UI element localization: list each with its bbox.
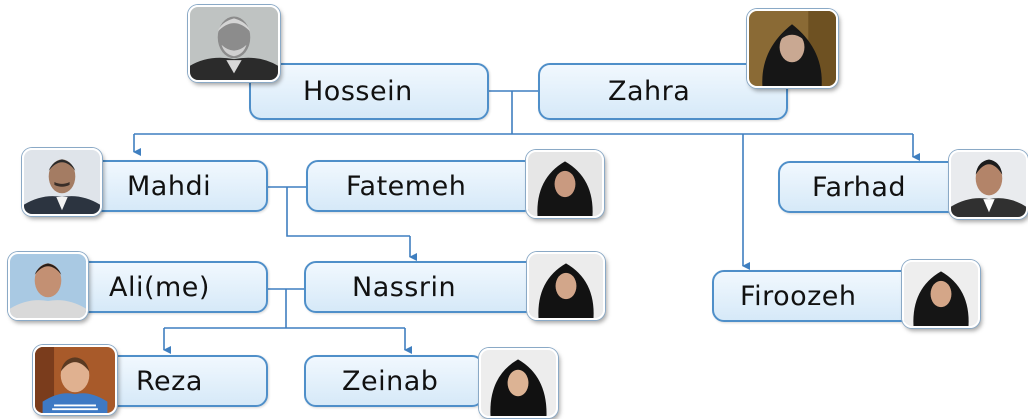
person-name-zahra: Zahra (608, 76, 691, 107)
person-node-fatemeh: Fatemeh (306, 160, 536, 212)
person-name-firoozeh: Firoozeh (740, 280, 857, 312)
woman-hijab-portrait-icon (526, 150, 604, 218)
person-node-reza: Reza (100, 355, 268, 407)
elderly-man-portrait-icon (188, 5, 280, 82)
person-node-firoozeh: Firoozeh (712, 270, 929, 322)
person-node-zeinab: Zeinab (304, 355, 484, 407)
boy-portrait-icon (33, 345, 117, 415)
person-node-ali: Ali(me) (75, 261, 268, 313)
woman-hijab-portrait-icon (902, 260, 980, 328)
man-portrait-icon (8, 252, 88, 320)
girl-hijab-portrait-icon (479, 348, 558, 418)
person-name-hossein: Hossein (303, 76, 413, 107)
person-node-mahdi: Mahdi (90, 160, 268, 212)
person-node-nassrin: Nassrin (304, 261, 539, 313)
person-node-farhad: Farhad (778, 161, 983, 213)
person-node-zahra: Zahra (538, 63, 788, 120)
person-node-hossein: Hossein (249, 63, 489, 120)
person-name-mahdi: Mahdi (127, 170, 212, 202)
person-name-fatemeh: Fatemeh (346, 170, 467, 202)
young-man-portrait-icon (949, 150, 1028, 219)
person-name-nassrin: Nassrin (352, 271, 457, 303)
man-portrait-icon (22, 148, 102, 216)
elderly-woman-portrait-icon (747, 9, 838, 88)
person-name-zeinab: Zeinab (342, 365, 439, 397)
woman-hijab-portrait-icon (527, 252, 605, 320)
person-name-reza: Reza (136, 365, 203, 397)
person-name-farhad: Farhad (812, 171, 907, 203)
person-name-ali: Ali(me) (109, 271, 210, 303)
